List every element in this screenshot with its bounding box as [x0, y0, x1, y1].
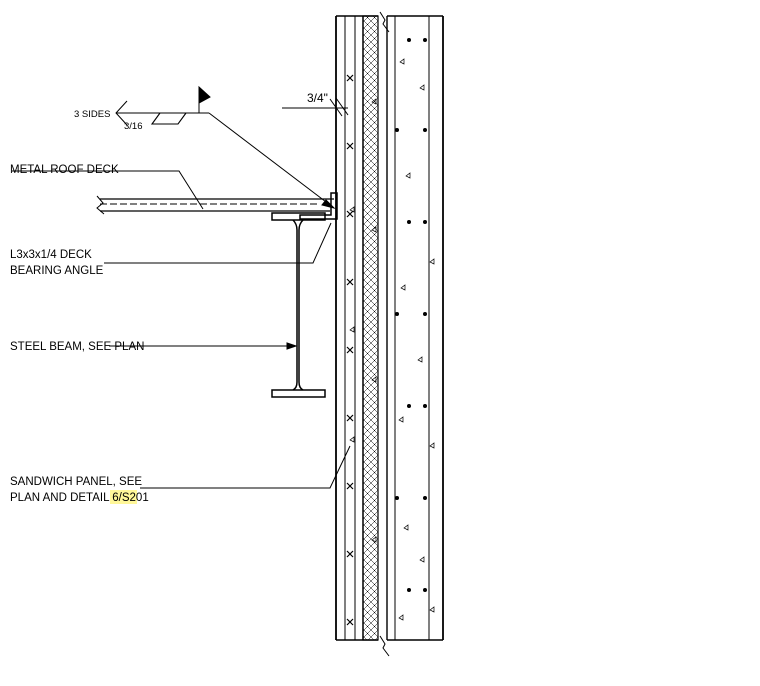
aggregate-mark: [429, 606, 435, 613]
aggregate-mark: [349, 206, 355, 213]
aggregate-mark: [403, 524, 409, 531]
aggregate-mark: [399, 58, 405, 65]
aggregate-mark: [371, 376, 377, 383]
insulation-core: [362, 15, 379, 641]
metal-roof-deck-label: METAL ROOF DECK: [10, 164, 119, 176]
deck-angle-label-line1: L3x3x1/4 DECK: [10, 249, 92, 261]
weld-symbol: [115, 85, 336, 209]
roof-deck-leader: [12, 170, 204, 210]
rebar-dot: [407, 220, 411, 224]
aggregate-mark: [371, 98, 377, 105]
weld-sides-text: 3 SIDES: [74, 109, 110, 120]
panel-tie-mark: [346, 210, 354, 218]
deck-angle-label-line2: BEARING ANGLE: [10, 265, 104, 277]
weld-size-text: 3/16: [124, 121, 143, 132]
rebar-dot: [423, 220, 427, 224]
rebar-dot: [423, 128, 427, 132]
aggregate-mark: [349, 326, 355, 333]
label-leaders: [12, 170, 351, 489]
panel-tie-mark: [346, 142, 354, 150]
aggregate-mark: [419, 556, 425, 563]
aggregate-mark: [419, 84, 425, 91]
rebar-dot: [395, 128, 399, 132]
gap-dimension-text: 3/4": [307, 91, 328, 105]
aggregate-mark: [417, 356, 423, 363]
steel-beam-label: STEEL BEAM, SEE PLAN: [10, 341, 144, 353]
aggregate-mark: [429, 442, 435, 449]
panel-tie-mark: [346, 74, 354, 82]
rebar-dot: [407, 404, 411, 408]
aggregate-mark: [398, 614, 404, 621]
sandwich-panel-label-line2: PLAN AND DETAIL 6/S201: [10, 492, 149, 504]
sandwich-panel: [335, 11, 444, 657]
sheet-ref-link[interactable]: S201: [122, 492, 149, 504]
rebar-dot: [423, 588, 427, 592]
aggregate-mark: [371, 226, 377, 233]
aggregate-mark: [405, 172, 411, 179]
panel-concrete-marks: [346, 38, 435, 626]
rebar-dot: [407, 38, 411, 42]
panel-tie-mark: [346, 618, 354, 626]
rebar-dot: [423, 38, 427, 42]
aggregate-mark: [429, 258, 435, 265]
gap-dimension: [282, 97, 349, 190]
rebar-dot: [395, 496, 399, 500]
rebar-dot: [423, 404, 427, 408]
panel-tie-mark: [346, 278, 354, 286]
rebar-dot: [423, 312, 427, 316]
aggregate-mark: [349, 436, 355, 443]
angle-leader: [104, 222, 332, 264]
panel-tie-mark: [346, 346, 354, 354]
rebar-dot: [423, 496, 427, 500]
panel-leader: [140, 445, 351, 489]
sandwich-panel-label-line1: SANDWICH PANEL, SEE: [10, 476, 142, 488]
steel-beam: [271, 212, 326, 398]
rebar-dot: [395, 312, 399, 316]
aggregate-mark: [400, 284, 406, 291]
deck-bearing-angle: [299, 192, 338, 220]
aggregate-mark: [371, 536, 377, 543]
rebar-dot: [407, 588, 411, 592]
metal-roof-deck: [96, 195, 334, 215]
panel-tie-mark: [346, 550, 354, 558]
panel-tie-mark: [346, 414, 354, 422]
panel-tie-mark: [346, 482, 354, 490]
aggregate-mark: [398, 416, 404, 423]
sheet-ref-highlight: [110, 490, 137, 504]
